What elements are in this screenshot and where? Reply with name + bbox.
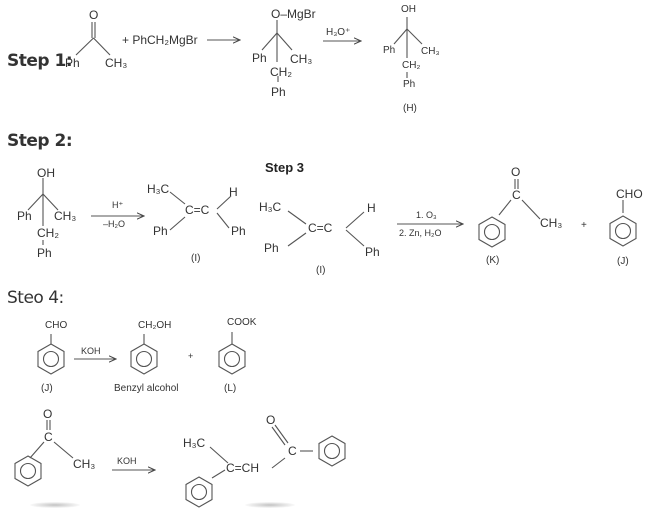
acetophenone-ch3: CH₃ (73, 457, 96, 471)
intermediate-ph: Ph (252, 51, 267, 65)
chalcone-c: C (288, 444, 297, 458)
step2-product-cc: C=C (185, 203, 210, 217)
chalcone-cch: C=CH (226, 461, 260, 475)
step4-arrow1-label: KOH (81, 346, 101, 356)
product-h-bonds (393, 17, 423, 78)
shadow-right (245, 502, 295, 508)
benzene-ring-benzyl (130, 343, 158, 375)
benzene-ring-chalcone-right (318, 435, 346, 467)
product-j-label: (J) (617, 256, 629, 267)
step2-reactant-bonds (27, 178, 59, 245)
reagent-h3o: H₃O⁺ (326, 27, 351, 38)
step2-label: Step 2: (7, 131, 73, 151)
step3-ph-left: Ph (264, 241, 279, 255)
acetophenone-bonds (29, 420, 74, 459)
benzene-ring-l (218, 343, 246, 375)
product-k-label: (K) (486, 255, 500, 266)
benzene-ring-j2 (37, 343, 65, 375)
chalcone-h3c: H₃C (183, 436, 206, 450)
intermediate-omgbr: O–MgBr (271, 7, 316, 21)
step2-product-h3c: H₃C (147, 182, 170, 196)
product-k-c: C (512, 188, 521, 202)
product-k-ch3: CH₃ (540, 216, 563, 230)
step2-ph: Ph (17, 209, 32, 223)
step2-oh: OH (37, 166, 55, 180)
step1-label: Step 1: (7, 51, 73, 71)
chalcone-o: O (266, 413, 276, 427)
acetophenone-o: O (43, 407, 53, 421)
product-h-ph: Ph (383, 45, 396, 56)
product-h-ph2: Ph (403, 79, 416, 90)
grignard-reagent: + PhCH₂MgBr (122, 33, 198, 47)
step3-label-i: (I) (316, 265, 326, 276)
benzyl-ch2oh: CH₂OH (138, 320, 172, 331)
shadow-left (30, 502, 80, 508)
step3-h: H (367, 201, 376, 215)
step2-product-h: H (229, 185, 238, 199)
product-h-ch3: CH₃ (421, 46, 440, 57)
benzene-ring-j (609, 215, 637, 247)
ketone-ph: Ph (65, 56, 80, 70)
acetophenone-c: C (44, 430, 53, 444)
product-k-o: O (511, 165, 521, 179)
product-h-oh: OH (401, 4, 416, 15)
step2-product-ph-left: Ph (153, 224, 168, 238)
step4-label: Steo 4: (7, 288, 64, 308)
benzene-ring-k (478, 216, 506, 248)
step2-arrow-top: H⁺ (112, 200, 124, 210)
intermediate-ch3: CH₃ (290, 52, 313, 66)
step2-product-bonds (169, 191, 232, 231)
step3-cc: C=C (308, 221, 333, 235)
step2-product-label: (I) (191, 253, 201, 264)
step3-arrow-bottom: 2. Zn, H₂O (399, 228, 442, 238)
product-j-cho: CHO (616, 187, 643, 201)
step3-arrow-top: 1. O₃ (416, 210, 437, 220)
l-label: (L) (224, 383, 237, 394)
benzene-ring-chalcone-left (185, 476, 213, 508)
step3-ph-right: Ph (365, 245, 380, 259)
benzyl-label: Benzyl alcohol (114, 383, 179, 394)
chalcone-bonds (209, 424, 313, 479)
step4-plus: + (188, 351, 194, 361)
step3-h3c: H₃C (259, 200, 282, 214)
step4-j-cho: CHO (45, 320, 68, 331)
step2-ch3: CH₃ (54, 209, 77, 223)
benzene-ring-acetophenone (14, 455, 42, 487)
step3-plus: + (581, 220, 587, 231)
product-h-label: (H) (403, 103, 417, 114)
step2-arrow-bottom: –H₂O (103, 219, 125, 229)
product-h-ch2: CH₂ (402, 60, 421, 71)
alkoxide-bonds (261, 20, 293, 82)
step2-ch2: CH₂ (37, 226, 59, 240)
step4-j-label: (J) (41, 383, 53, 394)
ketone-ch3: CH₃ (105, 56, 128, 70)
l-cook: COOK (227, 317, 257, 328)
step4-arrow2-label: KOH (117, 456, 137, 466)
ketone-bonds (75, 22, 111, 56)
intermediate-ph2: Ph (271, 85, 286, 99)
step2-product-ph-right: Ph (231, 224, 246, 238)
step2-ph2: Ph (37, 246, 52, 260)
step3-label: Step 3 (265, 160, 305, 175)
step3-reactant-bonds (287, 210, 365, 247)
intermediate-ch2: CH₂ (270, 65, 292, 79)
product-k-bonds (498, 179, 541, 220)
ketone-oxygen: O (89, 8, 99, 22)
